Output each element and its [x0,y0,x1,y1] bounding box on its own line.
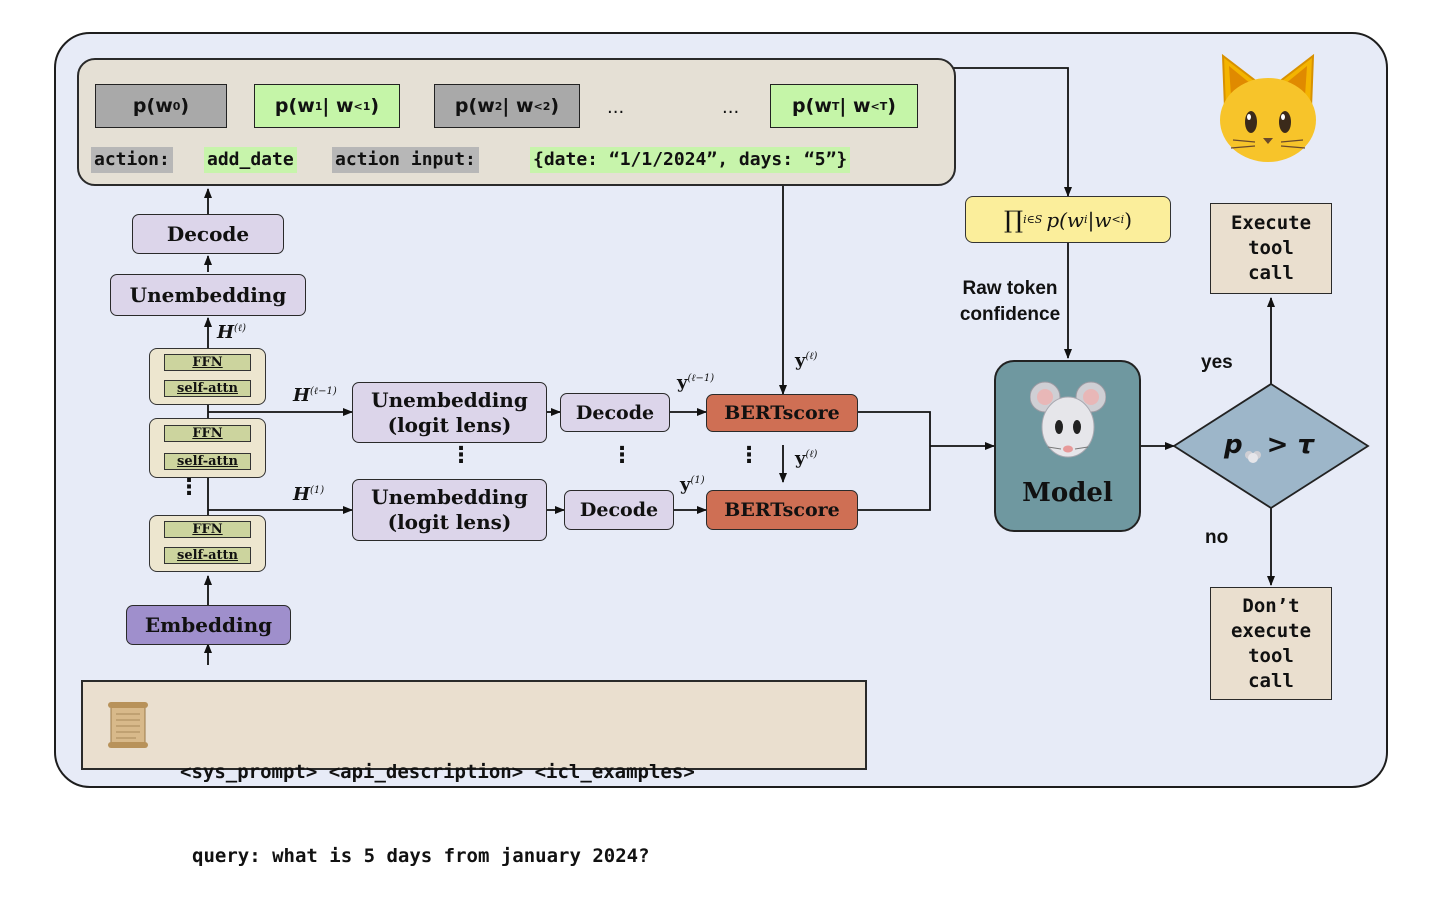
mouse-mini-icon [1243,440,1263,463]
prompt-text: <sys_prompt> <api_description> <icl_exam… [180,761,695,867]
ffn-block: FFN [164,354,251,371]
embedding-box: Embedding [126,605,291,645]
bert-ellipsis: ⋮ [738,443,760,468]
y-l-mid-label: y(ℓ) [795,448,818,469]
model-label: Model [1022,478,1113,508]
decode-ellipsis: ⋮ [611,443,633,468]
decode-box-lens-top: Decode [560,393,670,432]
stack-ellipsis: ⋮ [178,475,200,500]
self-attn-block: self-attn [164,380,251,397]
self-attn-block: self-attn [164,547,251,564]
yes-label: yes [1201,352,1233,373]
action-value: add_date [204,147,297,173]
action-input-key: action input: [332,147,479,173]
ffn-block: FFN [164,521,251,538]
mouse-icon [1030,381,1106,458]
prompt-box [81,680,867,770]
decision-label: p> τ [1224,430,1314,463]
decode-box: Decode [132,214,284,254]
logit-lens-box-top: Unembedding(logit lens) [352,382,547,443]
token-ellipsis-right: ... [722,97,740,118]
y-1-label: y(1) [680,474,705,495]
token-ellipsis-left: ... [607,97,625,118]
logit-lens-box-bottom: Unembedding(logit lens) [352,479,547,541]
bertscore-box-top: BERTscore [706,394,858,432]
h-top-label: H(ℓ) [217,322,246,343]
action-input-value: {date: “1/1/2024”, days: “5”} [530,147,851,173]
decision-diamond [1172,382,1370,510]
action-key: action: [91,147,173,173]
unembedding-box: Unembedding [110,274,306,316]
h-lminus1-label: H(ℓ−1) [293,385,337,406]
y-l-top-label: y(ℓ) [795,350,818,371]
ffn-block: FFN [164,425,251,442]
scroll-icon [108,702,148,748]
cat-icon [1220,53,1316,162]
decode-box-lens-bottom: Decode [564,490,674,530]
bertscore-box-bottom: BERTscore [706,490,858,530]
lens-ellipsis: ⋮ [450,443,472,468]
no-label: no [1205,527,1229,548]
self-attn-block: self-attn [164,453,251,470]
y-lminus1-label: y(ℓ−1) [677,372,715,393]
h-1-label: H(1) [293,484,325,505]
